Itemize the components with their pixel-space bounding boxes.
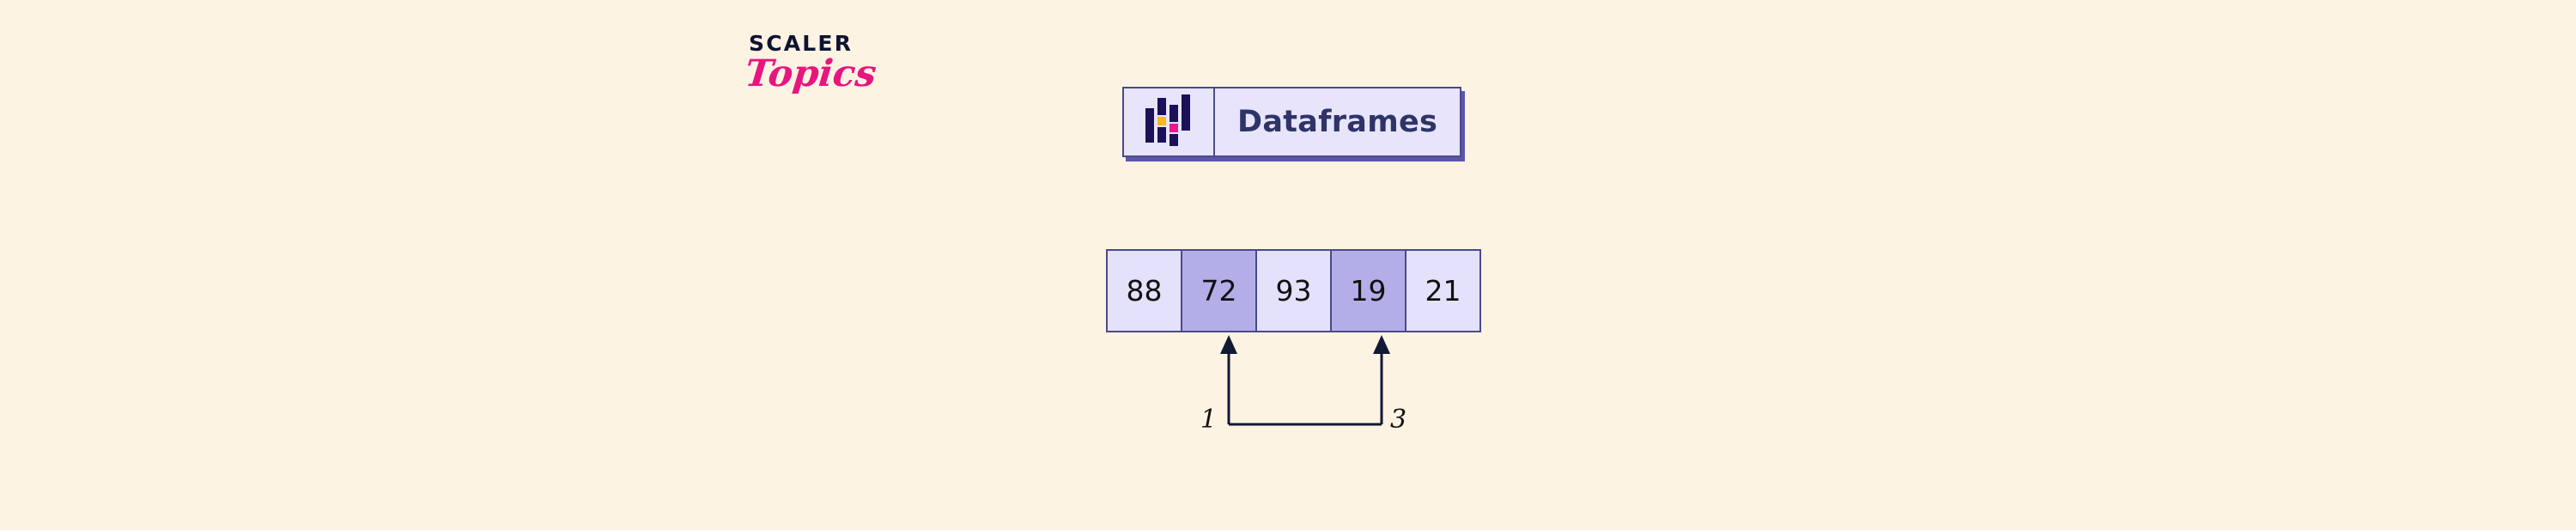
dataframe-bars-icon [1144, 94, 1194, 150]
arrow-head-right-icon [1373, 335, 1390, 354]
pointer-connector-svg [1220, 335, 1390, 426]
dataframe-array: 88 72 93 19 21 [1106, 249, 1481, 332]
array-cell-1[interactable]: 72 [1181, 249, 1257, 332]
array-cell-value: 21 [1425, 274, 1461, 308]
array-cell-4[interactable]: 21 [1405, 249, 1481, 332]
array-cell-3[interactable]: 19 [1330, 249, 1406, 332]
array-cell-value: 93 [1275, 274, 1312, 308]
array-cell-0[interactable]: 88 [1106, 249, 1182, 332]
index-pointers: 1 3 [1106, 332, 1510, 460]
dataframes-banner: Dataframes [1122, 87, 1462, 157]
arrow-head-left-icon [1220, 335, 1237, 354]
banner-label-cell: Dataframes [1215, 88, 1461, 155]
array-cell-value: 88 [1126, 274, 1163, 308]
logo-wordmark-scaler: SCALER [749, 31, 854, 56]
pointer-label-1: 1 [1200, 405, 1218, 435]
banner-icon-cell [1124, 88, 1215, 155]
pointer-label-3: 3 [1390, 405, 1407, 435]
logo-wordmark-topics: Topics [743, 52, 878, 95]
scaler-topics-logo: SCALER Topics [743, 31, 912, 101]
array-cell-value: 72 [1200, 274, 1237, 308]
array-cell-2[interactable]: 93 [1255, 249, 1332, 332]
page-title: Dataframes [1237, 105, 1438, 139]
array-cell-value: 19 [1350, 274, 1387, 308]
